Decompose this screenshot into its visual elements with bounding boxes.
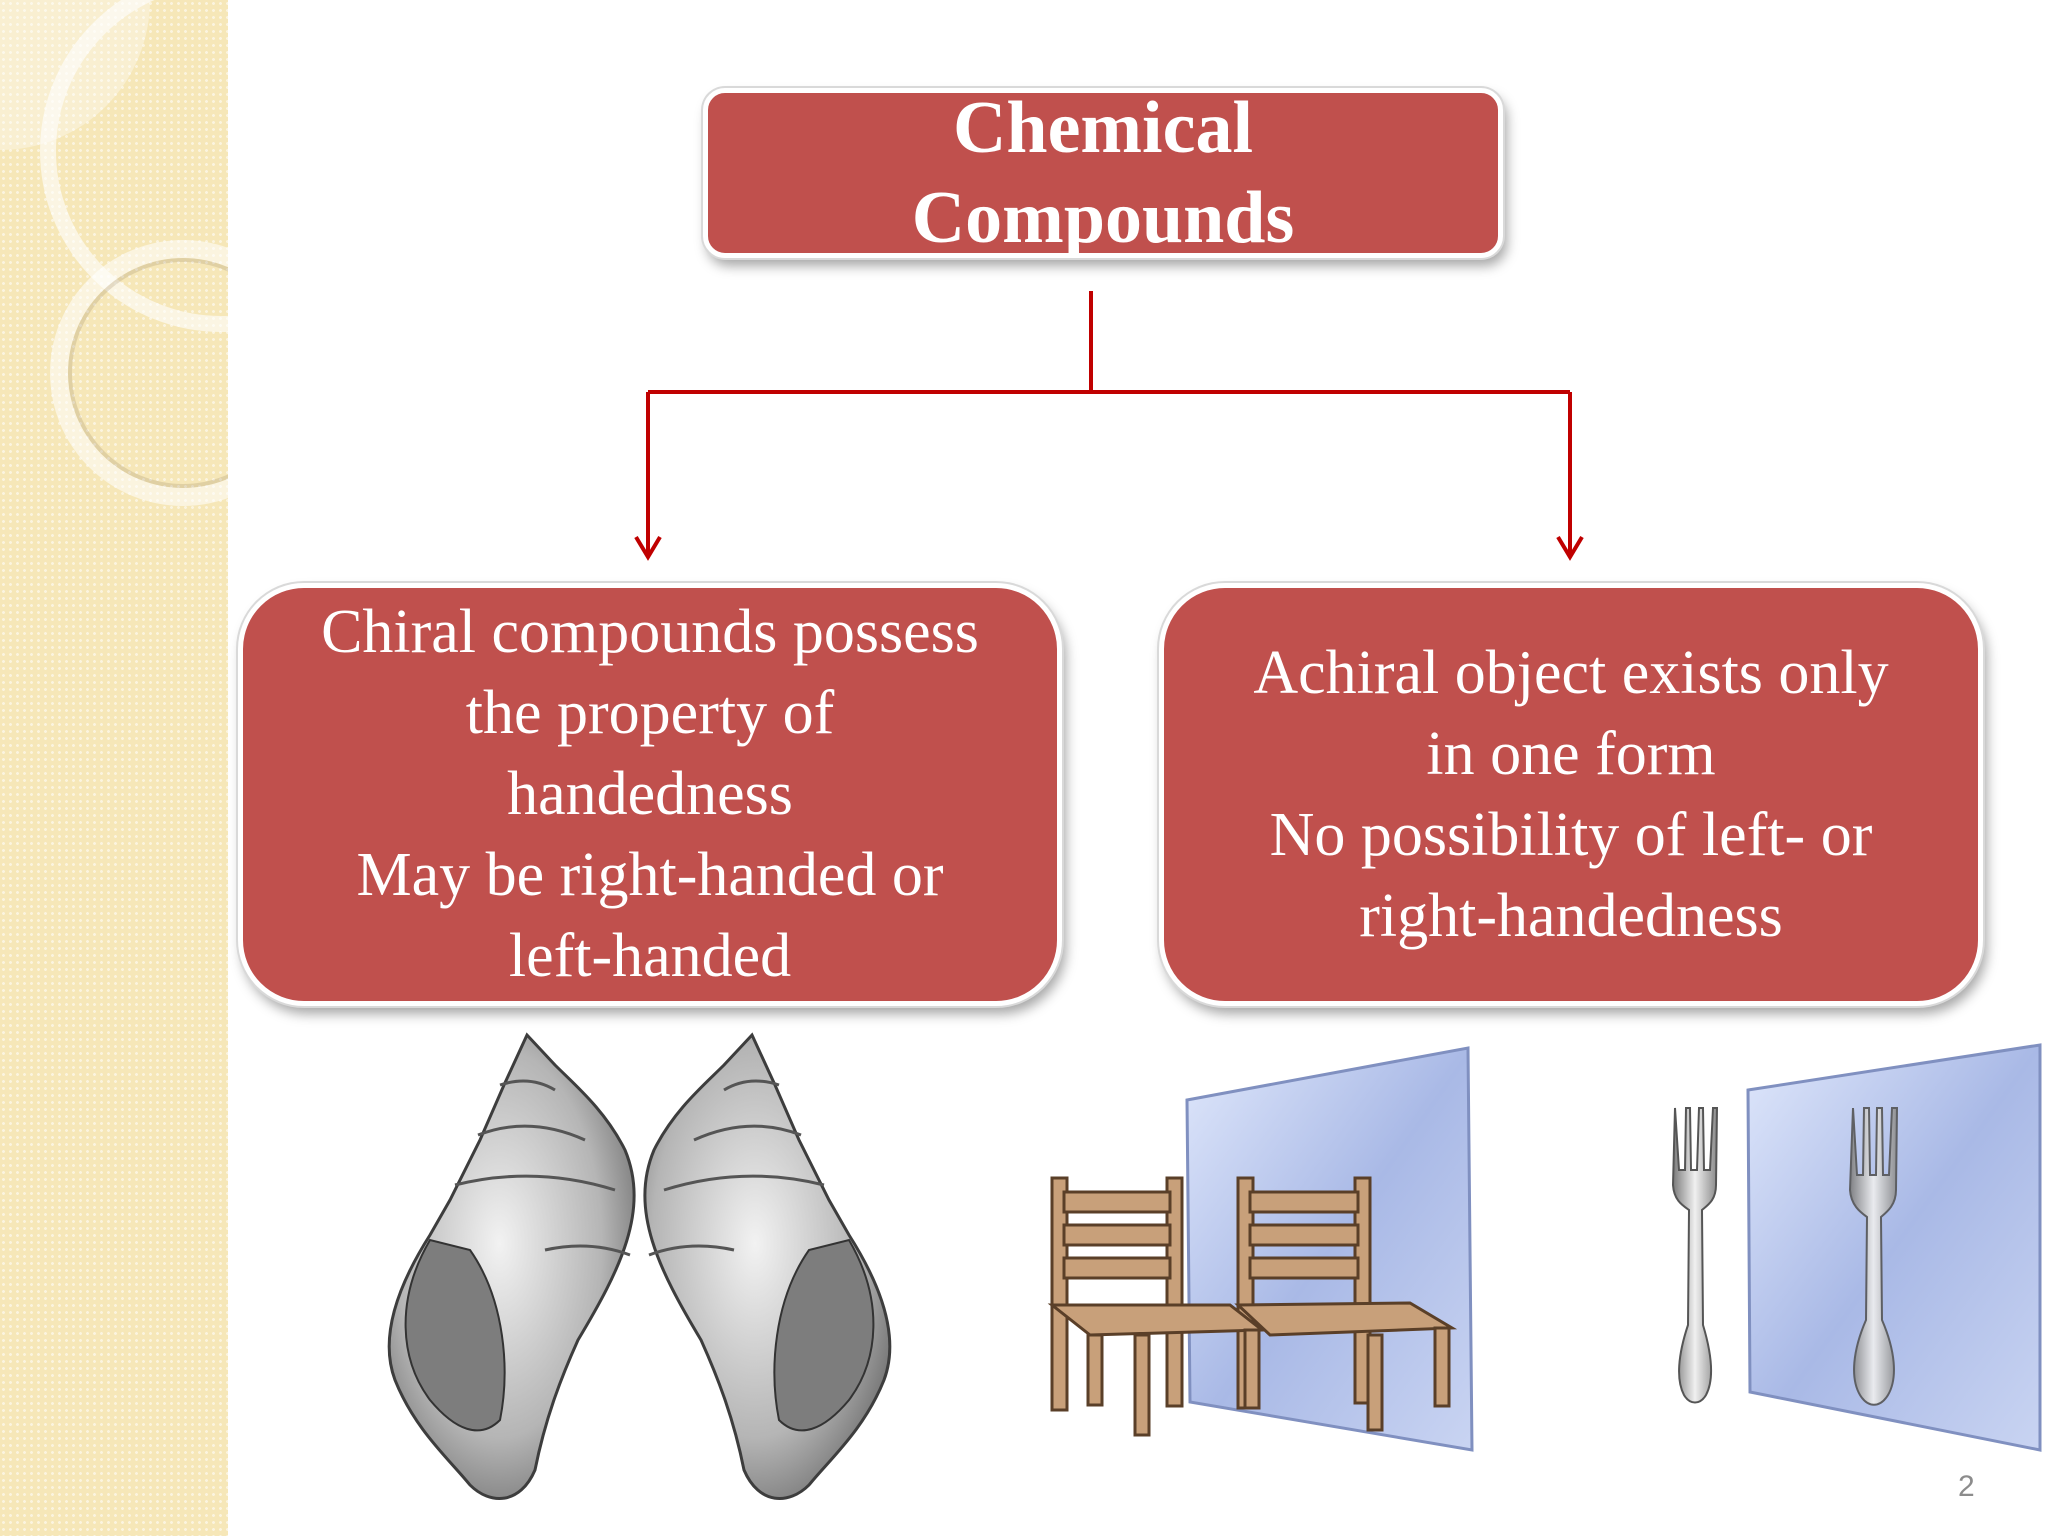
root-title-line: Compounds (911, 177, 1295, 259)
chiral-compounds-box: Chiral compounds possess the property of… (238, 583, 1062, 1006)
chemical-compounds-box: Chemical Compounds (703, 87, 1503, 259)
achiral-object-box: Achiral object exists only in one form N… (1159, 583, 1983, 1006)
achiral-text-line: in one form (1426, 719, 1716, 788)
achiral-text-line: right-handedness (1359, 881, 1783, 950)
page-number: 2 (1958, 1470, 1975, 1503)
chiral-text-line: handedness (507, 760, 793, 828)
arrowhead-right (1556, 535, 1584, 561)
chiral-text-line: the property of (465, 679, 835, 747)
mirror-pane (1185, 1046, 1474, 1452)
left-shell-illustration (387, 1032, 636, 1500)
chiral-text-line: May be right-handed or (356, 841, 944, 909)
chiral-text-line: Chiral compounds possess (321, 598, 979, 666)
arrowhead-left (634, 535, 662, 561)
root-title-line: Chemical (952, 87, 1254, 169)
chair (1047, 1176, 1267, 1437)
connector-lines (634, 291, 1584, 561)
achiral-text-line: Achiral object exists only (1253, 638, 1889, 707)
fork-mirror-illustration (1671, 1043, 2042, 1452)
achiral-text-line: No possibility of left- or (1269, 800, 1873, 869)
fork (1671, 1107, 1719, 1404)
mirrored-fork (1848, 1107, 1899, 1406)
mirror-pane (1746, 1043, 2042, 1452)
decorative-sidebar (0, 0, 228, 1536)
chair-mirror-illustration (1047, 1046, 1474, 1452)
chiral-text-line: left-handed (508, 922, 792, 990)
right-shell-illustration (643, 1032, 892, 1500)
